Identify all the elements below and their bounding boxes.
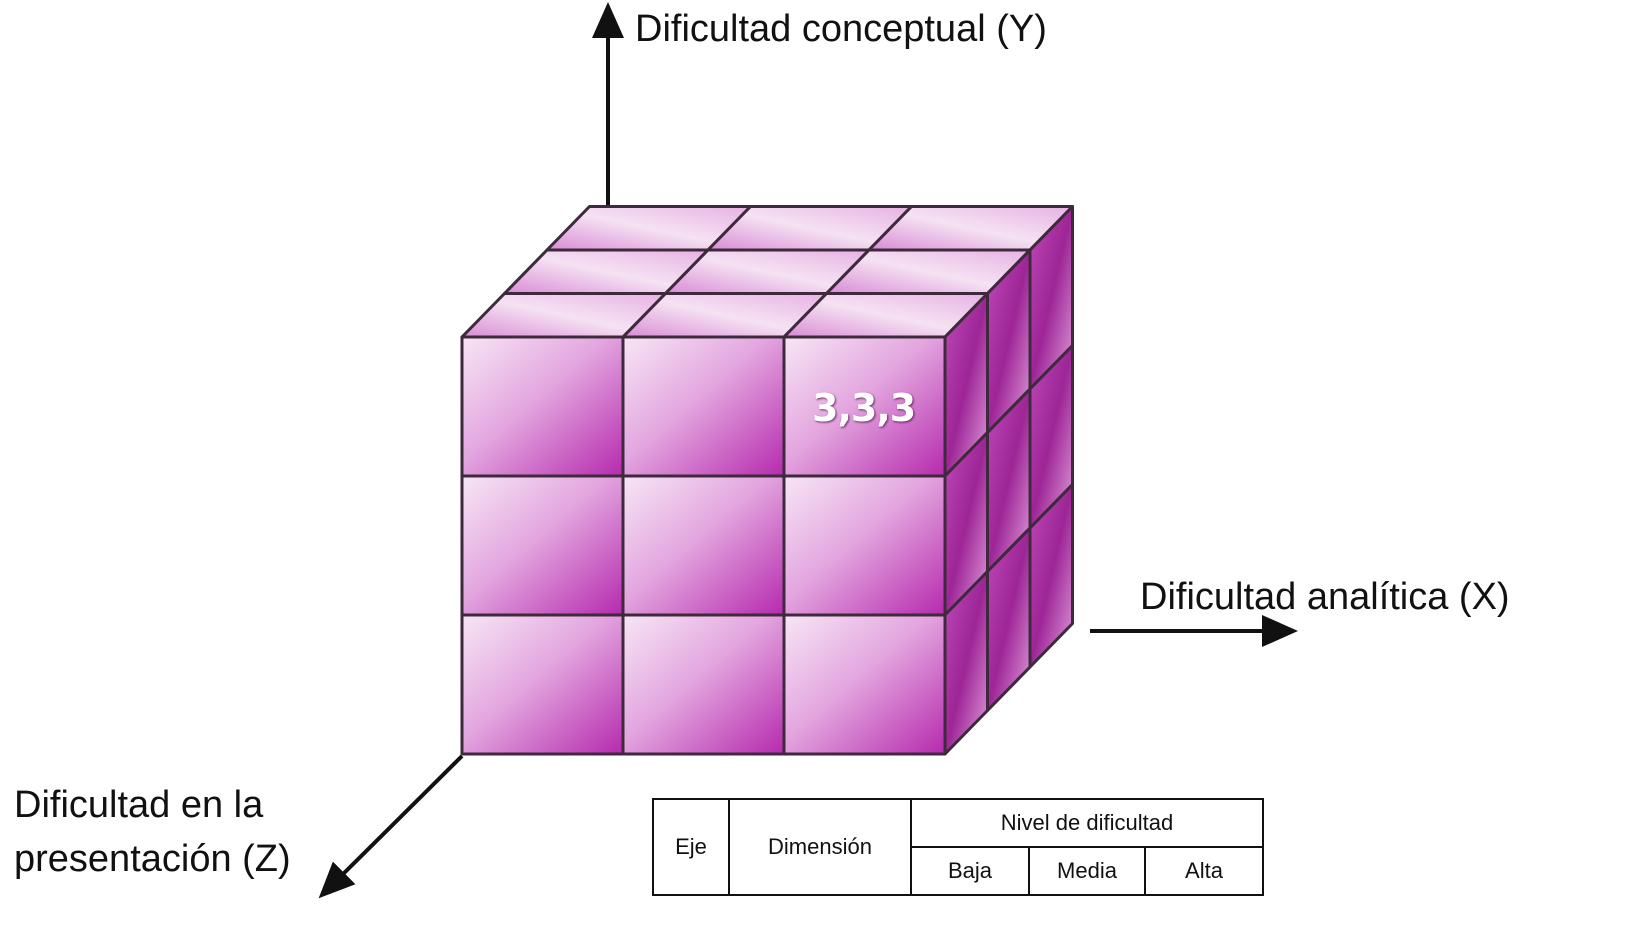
y-axis-label: Dificultad conceptual (Y) [635, 8, 1047, 50]
cube-front-tile [460, 613, 625, 756]
table-header-dimension: Dimensión [728, 798, 912, 896]
table-header-nivel: Nivel de dificultad [910, 798, 1264, 848]
table-level-media: Media [1028, 846, 1146, 896]
cube-front-tile [460, 474, 625, 617]
table-level-alta: Alta [1144, 846, 1264, 896]
cube-front-tile [782, 474, 947, 617]
table-level-baja: Baja [910, 846, 1030, 896]
cube [460, 205, 1074, 756]
x-axis-label: Dificultad analítica (X) [1140, 576, 1510, 618]
z-axis-label: Dificultad en la presentación (Z) [14, 784, 291, 880]
cube-front-tile [460, 335, 625, 478]
cube-front-tile [621, 335, 786, 478]
cube-front-tile [621, 613, 786, 756]
cube-front-tile [621, 474, 786, 617]
z-axis-arrow [318, 754, 464, 899]
cube-front-tile [782, 613, 947, 756]
difficulty-table: Eje Dimensión Nivel de dificultad Baja M… [652, 798, 1264, 896]
highlighted-cell-label: 3,3,3 [812, 386, 916, 430]
table-header-eje: Eje [652, 798, 730, 896]
